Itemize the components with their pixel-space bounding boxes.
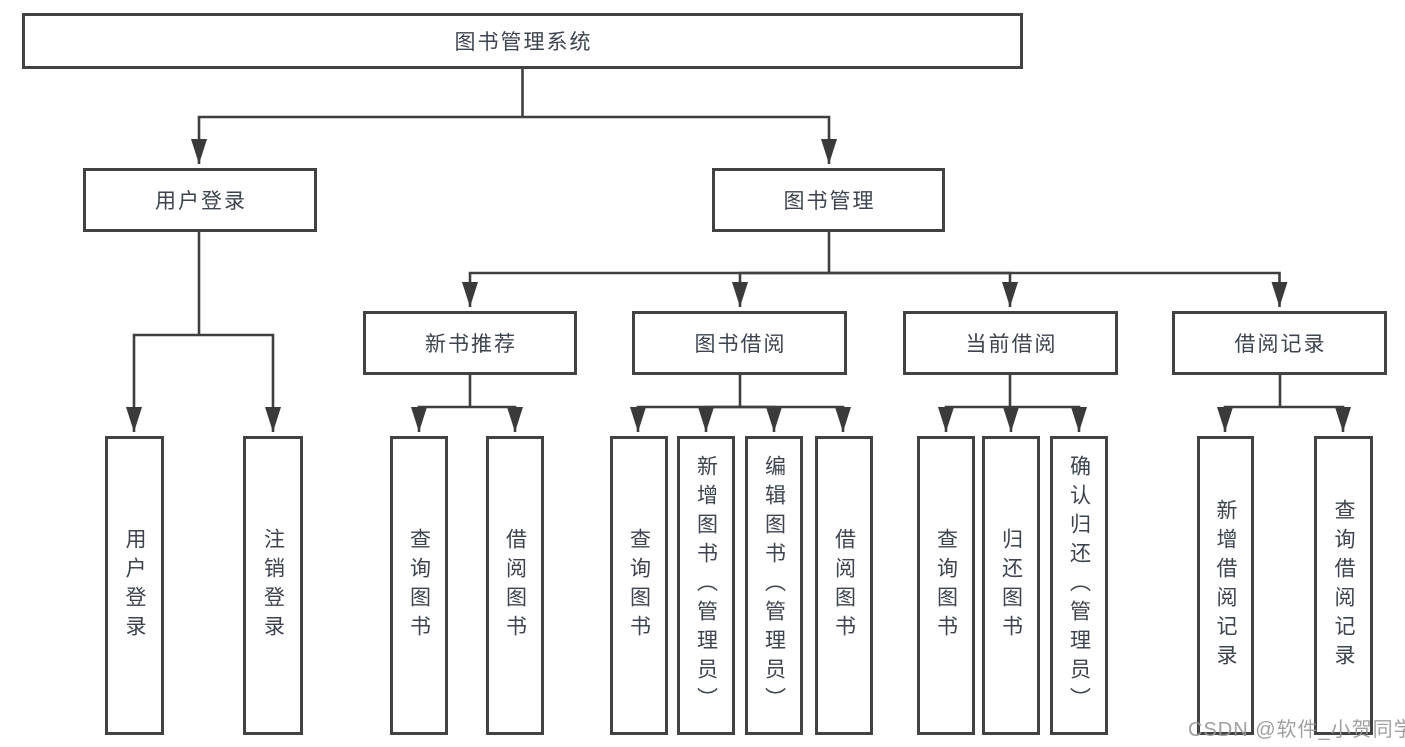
node-label: 归还图书 — [999, 527, 1023, 644]
node-label: 查询借阅记录 — [1332, 498, 1355, 673]
leaf-query-borrow-record: 查询借阅记录 — [1314, 436, 1373, 735]
node-label: 新增图书（管理员） — [694, 455, 718, 716]
node-label: 借阅图书 — [503, 527, 527, 644]
node-label: 用户登录 — [123, 527, 146, 644]
leaf-borrow-books: 借阅图书 — [815, 436, 873, 735]
node-label: 当前借阅 — [965, 333, 1058, 356]
node-label: 借阅图书 — [832, 527, 856, 644]
node-label: 注销登录 — [261, 527, 285, 644]
node-book-borrowing: 图书借阅 — [632, 311, 847, 375]
node-label: 编辑图书（管理员） — [762, 455, 786, 716]
leaf-borrow-books-recommend: 借阅图书 — [486, 436, 544, 735]
leaf-add-books-admin: 新增图书（管理员） — [677, 436, 735, 735]
node-label: 查询图书 — [934, 527, 958, 644]
node-book-management: 图书管理 — [712, 168, 945, 232]
node-label: 借阅记录 — [1234, 333, 1327, 356]
leaf-return-books: 归还图书 — [982, 436, 1040, 735]
leaf-query-books-recommend: 查询图书 — [390, 436, 448, 735]
leaf-confirm-return-admin: 确认归还（管理员） — [1050, 436, 1108, 735]
leaf-user-login: 用户登录 — [105, 436, 164, 735]
leaf-logout: 注销登录 — [243, 436, 303, 735]
node-new-book-recommend: 新书推荐 — [363, 311, 577, 375]
node-label: 图书管理系统 — [454, 31, 593, 54]
node-current-borrowing: 当前借阅 — [903, 311, 1118, 375]
node-label: 新书推荐 — [425, 333, 517, 356]
leaf-query-books-borrowing: 查询图书 — [610, 436, 668, 735]
node-label: 图书借阅 — [694, 333, 787, 356]
node-label: 查询图书 — [407, 527, 431, 644]
leaf-add-borrow-record: 新增借阅记录 — [1197, 436, 1254, 735]
node-label: 确认归还（管理员） — [1067, 455, 1091, 716]
node-library-management-system: 图书管理系统 — [22, 13, 1023, 69]
csdn-watermark: CSDN @软件_小贺同学 — [1188, 719, 1405, 741]
node-label: 查询图书 — [627, 527, 651, 644]
node-borrowing-records: 借阅记录 — [1172, 311, 1387, 375]
leaf-edit-books-admin: 编辑图书（管理员） — [745, 436, 803, 735]
node-user-login: 用户登录 — [83, 168, 317, 232]
leaf-query-books-current: 查询图书 — [917, 436, 975, 735]
node-label: 新增借阅记录 — [1214, 498, 1237, 673]
node-label: 用户登录 — [155, 190, 247, 213]
node-label: 图书管理 — [783, 190, 876, 213]
